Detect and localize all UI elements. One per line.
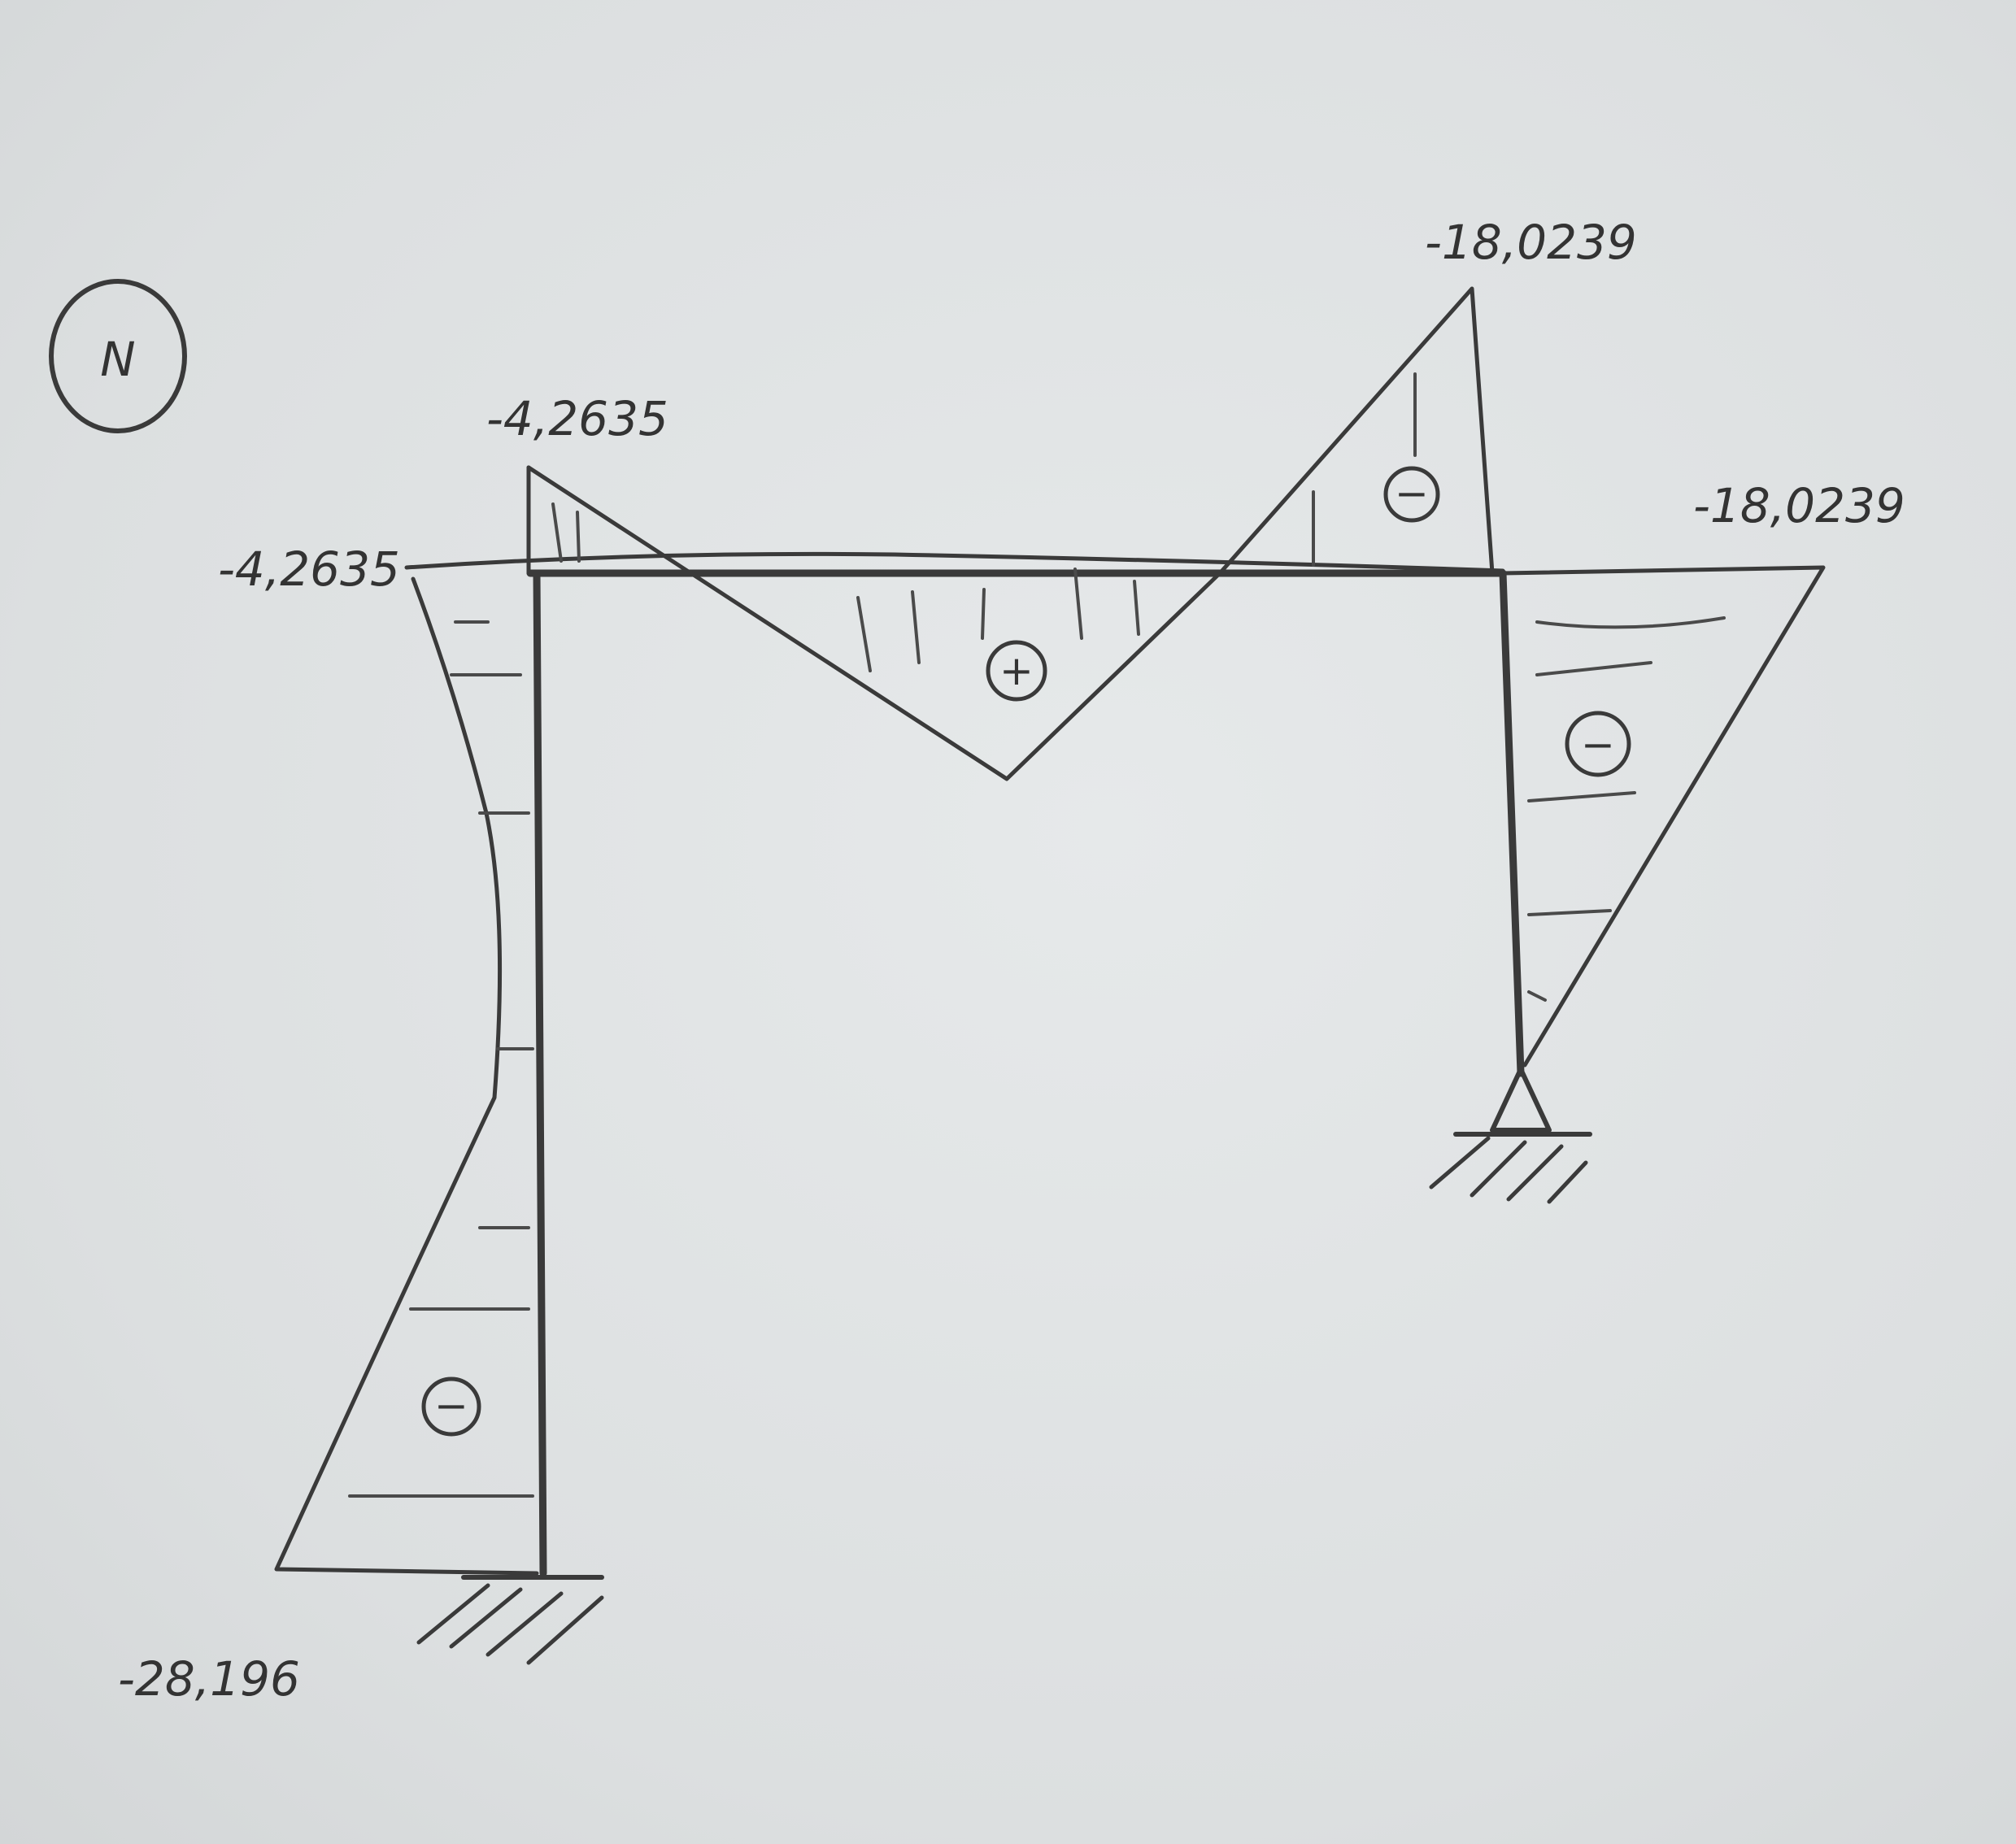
value-top-left-column: -4,2635 — [218, 541, 400, 597]
value-top-left-beam: -4,2635 — [486, 391, 668, 446]
frame-structure — [404, 551, 1525, 1577]
beam-middle-sign: + — [999, 647, 1034, 694]
left-column — [533, 569, 547, 1577]
right-column — [1499, 569, 1525, 1077]
fixed-support-left — [416, 1575, 604, 1665]
beam-edge-stroke — [404, 551, 1505, 573]
pinned-support-right — [1429, 1067, 1592, 1204]
left-column-sign: − — [434, 1382, 468, 1429]
left-column-diagram: − — [274, 576, 539, 1576]
beam-diagram: + − — [526, 286, 1495, 781]
beam-right-sign: − — [1395, 470, 1429, 517]
value-top-right-beam: -18,0239 — [1425, 215, 1637, 270]
section-label: N — [49, 279, 187, 433]
right-column-diagram: − — [1500, 565, 1826, 1068]
section-label-text: N — [100, 332, 135, 387]
right-column-sign: − — [1581, 721, 1615, 768]
value-bottom-left-column: -28,196 — [118, 1651, 300, 1707]
value-top-right-column: -18,0239 — [1693, 478, 1905, 533]
